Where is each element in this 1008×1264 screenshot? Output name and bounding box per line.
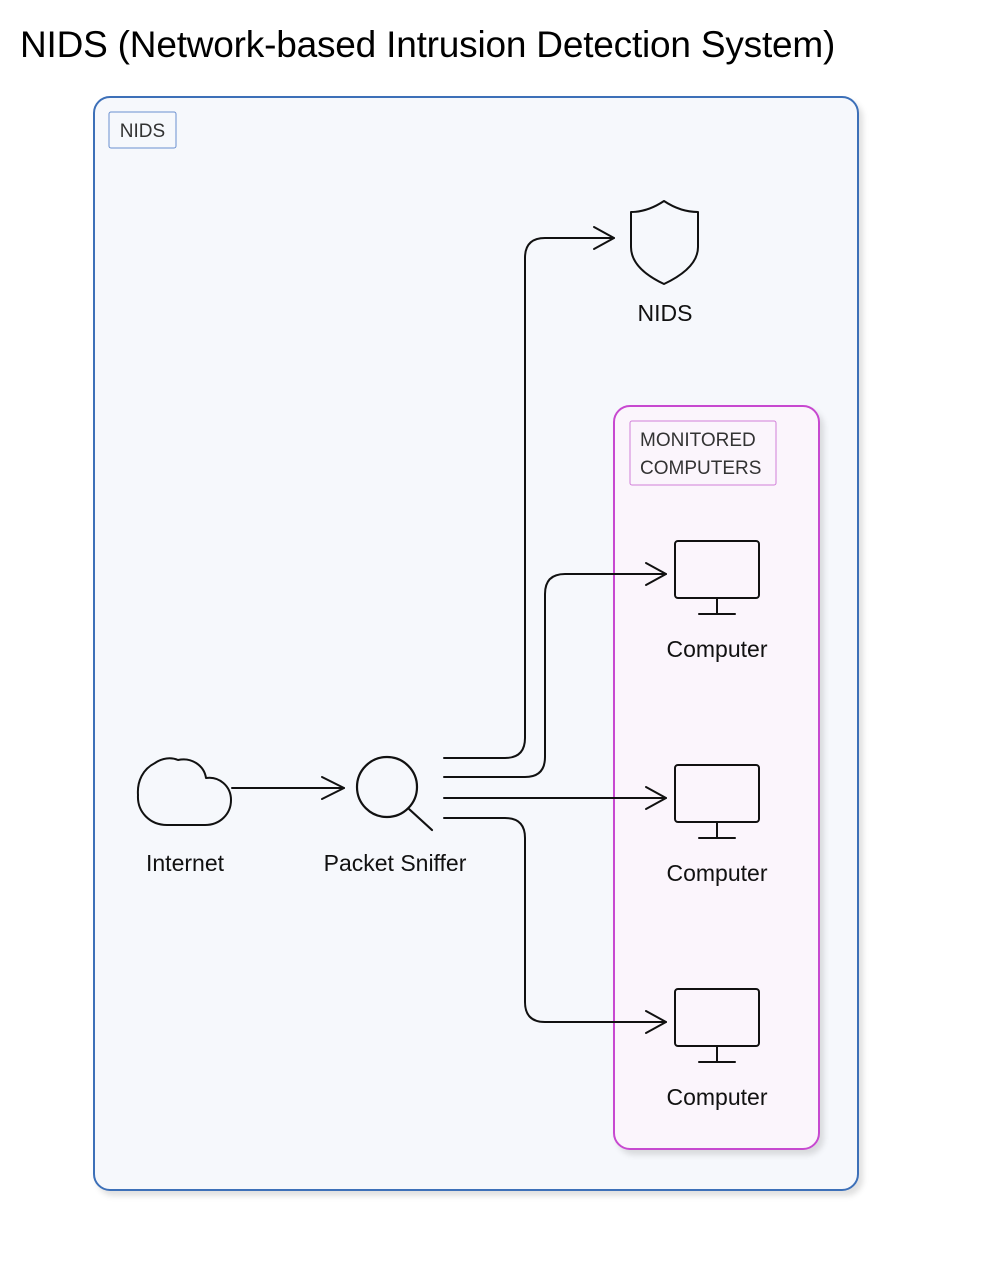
computer-node-1[interactable]: Computer [667,540,768,662]
edges [231,226,667,1034]
nids-node[interactable]: NIDS [630,200,699,326]
nids-group-label-box [108,111,177,149]
internet-node[interactable]: Internet [136,757,232,876]
monitor-icon [674,988,760,1063]
cloud-icon [136,757,232,826]
monitored-computers-label-box [629,420,777,486]
computer-3-label: Computer [667,1084,768,1110]
monitored-computers-label-line1: MONITORED [640,430,756,451]
page-title: NIDS (Network-based Intrusion Detection … [20,24,836,65]
computer-1-label: Computer [667,636,768,662]
edge-sniffer-to-computer-2[interactable] [443,786,667,810]
internet-label: Internet [146,850,225,876]
edge-internet-to-sniffer[interactable] [231,776,345,800]
shield-icon [630,200,699,285]
packet-sniffer-label: Packet Sniffer [324,850,467,876]
packet-sniffer-node[interactable]: Packet Sniffer [324,755,467,876]
monitored-computers-box [613,405,820,1150]
monitor-icon [674,540,760,615]
computer-2-label: Computer [667,860,768,886]
edge-sniffer-to-computer-3[interactable] [443,817,667,1034]
nids-group-label: NIDS [120,121,165,142]
nids-node-label: NIDS [638,300,693,326]
computer-node-2[interactable]: Computer [667,764,768,886]
magnifier-icon [355,755,434,832]
monitored-computers-label-line2: COMPUTERS [640,458,761,479]
edge-sniffer-to-computer-1[interactable] [443,562,667,778]
monitored-computers-group[interactable]: MONITORED COMPUTERS [613,405,820,1150]
computer-node-3[interactable]: Computer [667,988,768,1110]
edge-sniffer-to-nids[interactable] [443,226,615,759]
monitor-icon [674,764,760,839]
